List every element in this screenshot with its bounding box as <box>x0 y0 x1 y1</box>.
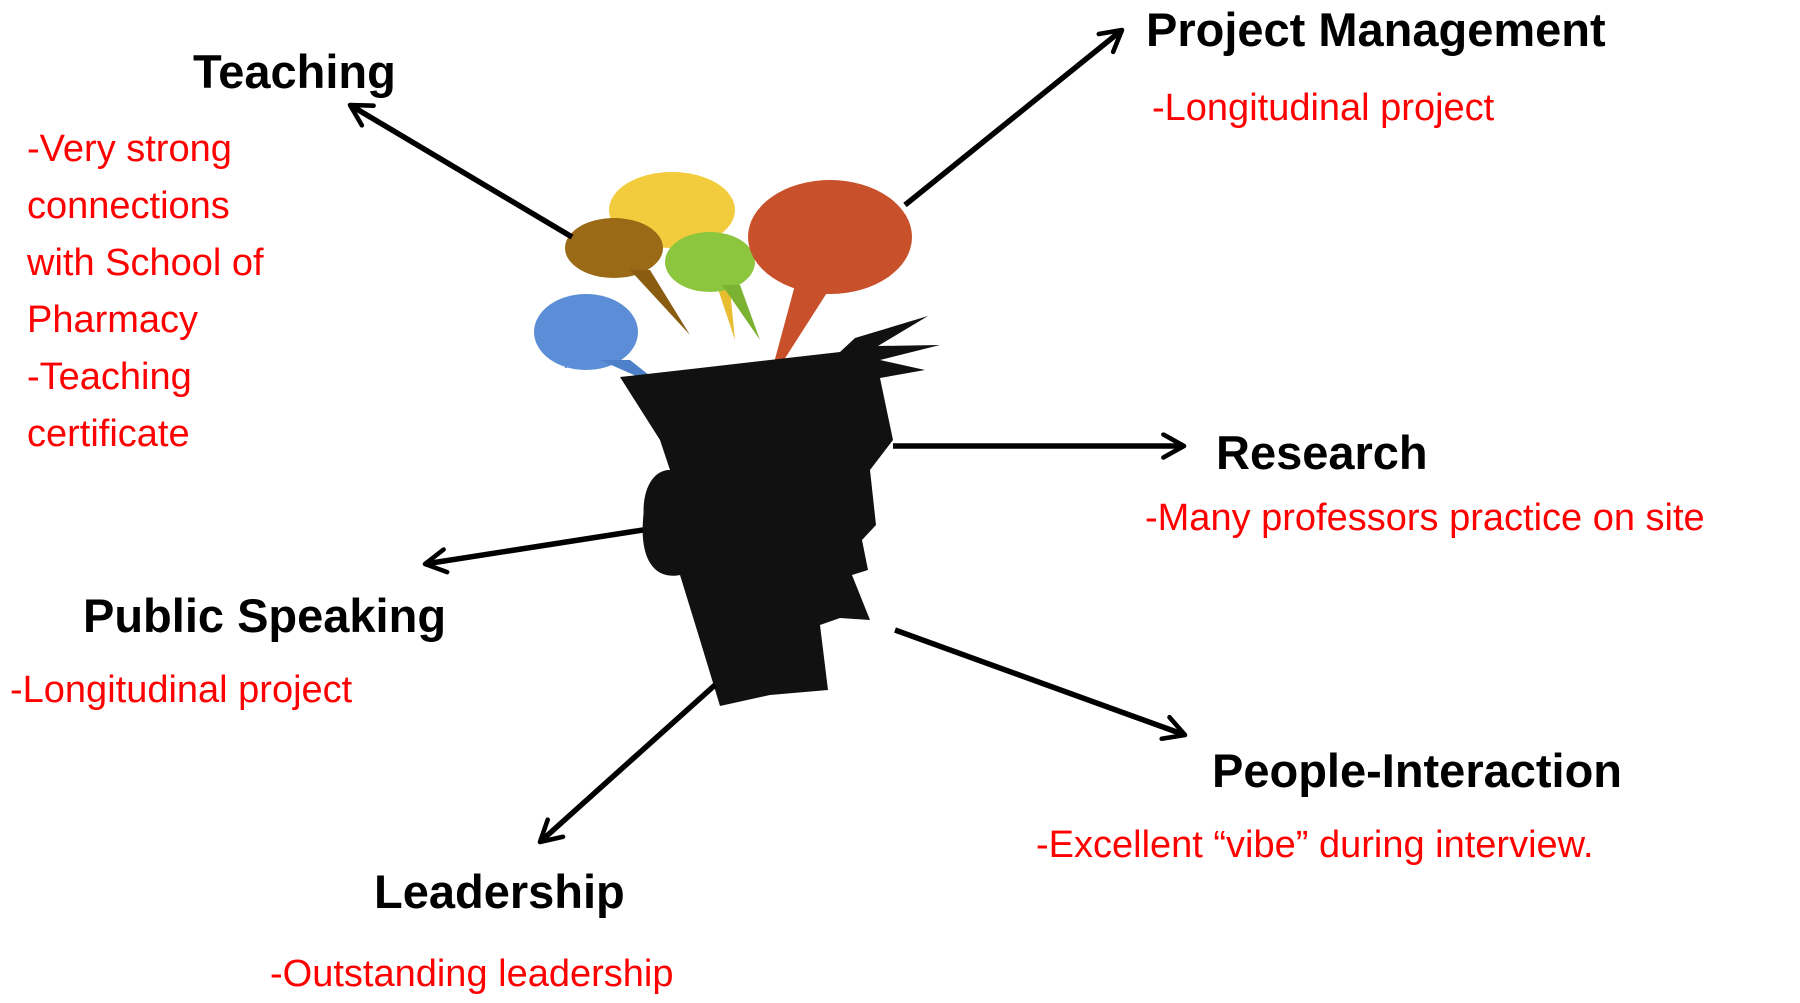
people-interaction-note: -Excellent “vibe” during interview. <box>1036 824 1594 866</box>
leadership-note: -Outstanding leadership <box>270 953 674 995</box>
teaching-notes: -Very strong connections with School of … <box>27 121 264 463</box>
teaching-title: Teaching <box>193 45 396 98</box>
head-silhouette-icon <box>620 316 940 706</box>
research-title: Research <box>1216 426 1428 479</box>
research-note: -Many professors practice on site <box>1145 497 1705 539</box>
teaching-note-line: -Very strong <box>27 128 232 170</box>
teaching-note-line: certificate <box>27 413 190 455</box>
arrow-to-teaching <box>347 102 574 240</box>
public-speaking-note: -Longitudinal project <box>10 669 353 711</box>
teaching-note-line: -Teaching <box>27 356 192 398</box>
project-management-note: -Longitudinal project <box>1152 87 1495 129</box>
leadership-title: Leadership <box>374 865 625 918</box>
head-with-speech-bubbles-icon <box>534 172 940 706</box>
public-speaking-title: Public Speaking <box>83 589 447 642</box>
arrow-to-leadership <box>537 682 717 845</box>
teaching-note-line: connections <box>27 185 230 227</box>
arrow-to-project-management <box>903 27 1125 208</box>
arrow-to-public-speaking <box>422 527 644 575</box>
arrow-to-people-interaction <box>894 627 1188 742</box>
project-management-title: Project Management <box>1146 3 1606 56</box>
teaching-note-line: with School of <box>27 242 264 284</box>
people-interaction-title: People-Interaction <box>1212 744 1623 797</box>
teaching-note-line: Pharmacy <box>27 299 199 341</box>
